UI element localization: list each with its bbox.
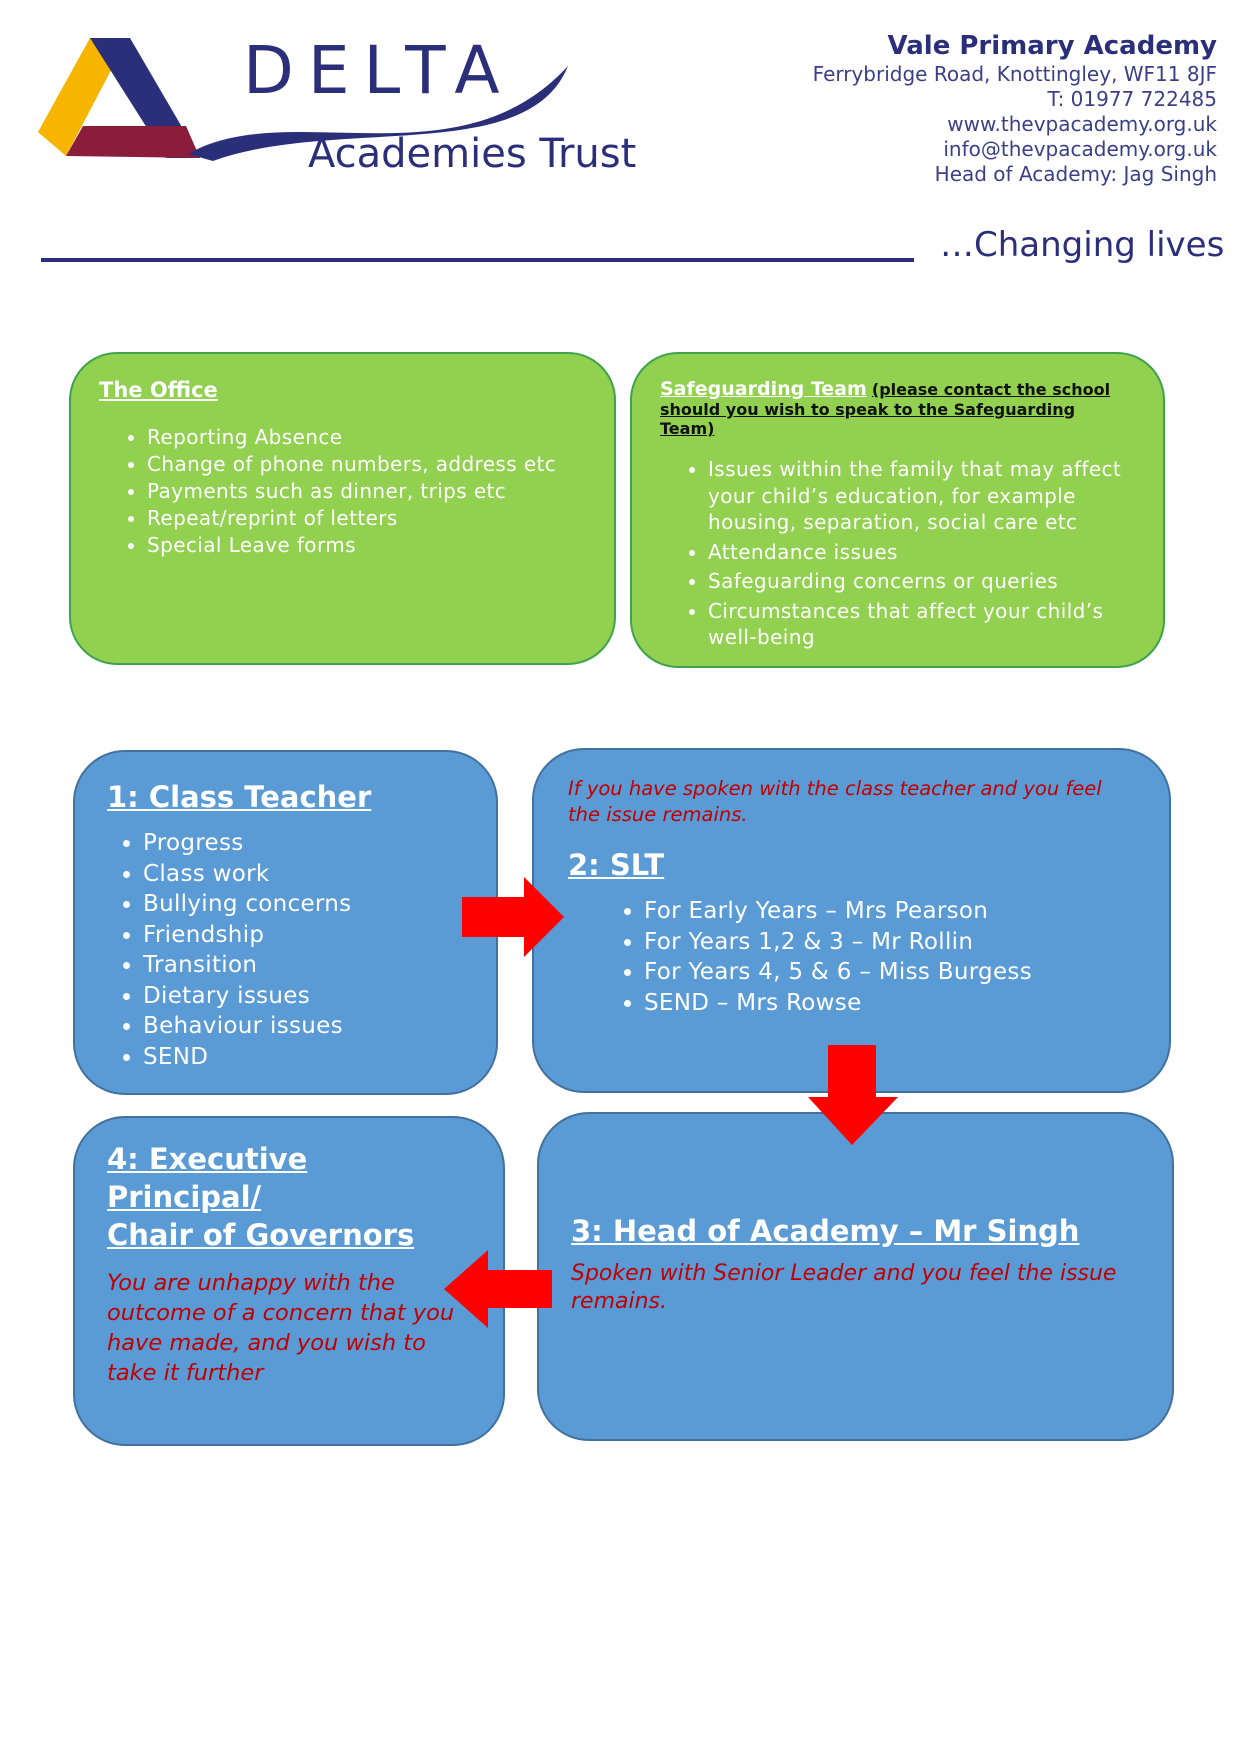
safeguarding-note: (please contact the school should you wi…: [660, 380, 1111, 438]
list-item: Class work: [143, 859, 464, 890]
arrow-left-icon: [444, 1250, 552, 1328]
delta-triangle-icon: [38, 38, 568, 161]
list-item: For Years 4, 5 & 6 – Miss Burgess: [644, 957, 1135, 988]
header-rule: [41, 258, 914, 262]
website-link[interactable]: www.thevpacademy.org.uk: [947, 112, 1217, 136]
delta-logo: DELTA Academies Trust: [38, 32, 638, 186]
list-item: For Early Years – Mrs Pearson: [644, 896, 1135, 927]
step2-intro: If you have spoken with the class teache…: [568, 777, 1102, 826]
office-box: The Office Reporting Absence Change of p…: [69, 352, 616, 665]
safeguarding-title: Safeguarding Team: [660, 378, 867, 400]
safeguarding-box: Safeguarding Team (please contact the sc…: [630, 352, 1165, 668]
list-item: Change of phone numbers, address etc: [147, 451, 586, 478]
list-item: Progress: [143, 828, 464, 859]
step4-title-line2: Chair of Governors: [107, 1218, 415, 1252]
step1-list: Progress Class work Bullying concerns Fr…: [107, 828, 464, 1072]
list-item: Issues within the family that may affect…: [708, 456, 1135, 536]
step4-title-line1: 4: Executive Principal/: [107, 1142, 308, 1214]
list-item: Attendance issues: [708, 539, 1135, 566]
list-item: For Years 1,2 & 3 – Mr Rollin: [644, 927, 1135, 958]
logo-trust-text: Academies Trust: [308, 131, 637, 177]
list-item: Bullying concerns: [143, 889, 464, 920]
office-list: Reporting Absence Change of phone number…: [99, 424, 586, 559]
step4-text: You are unhappy with the outcome of a co…: [107, 1270, 455, 1386]
head-of-academy: Head of Academy: Jag Singh: [934, 162, 1217, 186]
email-link[interactable]: info@thevpacademy.org.uk: [943, 137, 1217, 161]
step2-title: 2: SLT: [568, 848, 665, 882]
list-item: Special Leave forms: [147, 532, 586, 559]
step3-head-of-academy-box: 3: Head of Academy – Mr Singh Spoken wit…: [537, 1112, 1174, 1441]
list-item: Reporting Absence: [147, 424, 586, 451]
address: Ferrybridge Road, Knottingley, WF11 8JF: [812, 62, 1217, 86]
arrow-right-icon: [462, 877, 564, 957]
list-item: Friendship: [143, 920, 464, 951]
list-item: SEND – Mrs Rowse: [644, 988, 1135, 1019]
step4-executive-principal-box: 4: Executive Principal/ Chair of Governo…: [73, 1116, 505, 1446]
list-item: Dietary issues: [143, 981, 464, 1012]
list-item: Payments such as dinner, trips etc: [147, 478, 586, 505]
step1-title: 1: Class Teacher: [107, 780, 372, 814]
step2-list: For Early Years – Mrs Pearson For Years …: [568, 896, 1135, 1018]
list-item: SEND: [143, 1042, 464, 1073]
office-title: The Office: [99, 378, 218, 402]
phone: T: 01977 722485: [1047, 87, 1217, 111]
step2-slt-box: If you have spoken with the class teache…: [532, 748, 1171, 1093]
step3-title: 3: Head of Academy – Mr Singh: [571, 1214, 1080, 1248]
list-item: Circumstances that affect your child’s w…: [708, 598, 1135, 651]
list-item: Safeguarding concerns or queries: [708, 568, 1135, 595]
list-item: Behaviour issues: [143, 1011, 464, 1042]
school-name: Vale Primary Academy: [887, 31, 1217, 61]
step3-text: Spoken with Senior Leader and you feel t…: [571, 1261, 1117, 1314]
list-item: Repeat/reprint of letters: [147, 505, 586, 532]
arrow-down-icon: [808, 1045, 898, 1145]
logo-delta-text: DELTA: [243, 32, 514, 109]
tagline: …Changing lives: [940, 225, 1225, 265]
safeguarding-list: Issues within the family that may affect…: [660, 456, 1135, 651]
step1-class-teacher-box: 1: Class Teacher Progress Class work Bul…: [73, 750, 498, 1095]
contact-block: Vale Primary Academy Ferrybridge Road, K…: [813, 30, 1217, 187]
list-item: Transition: [143, 950, 464, 981]
